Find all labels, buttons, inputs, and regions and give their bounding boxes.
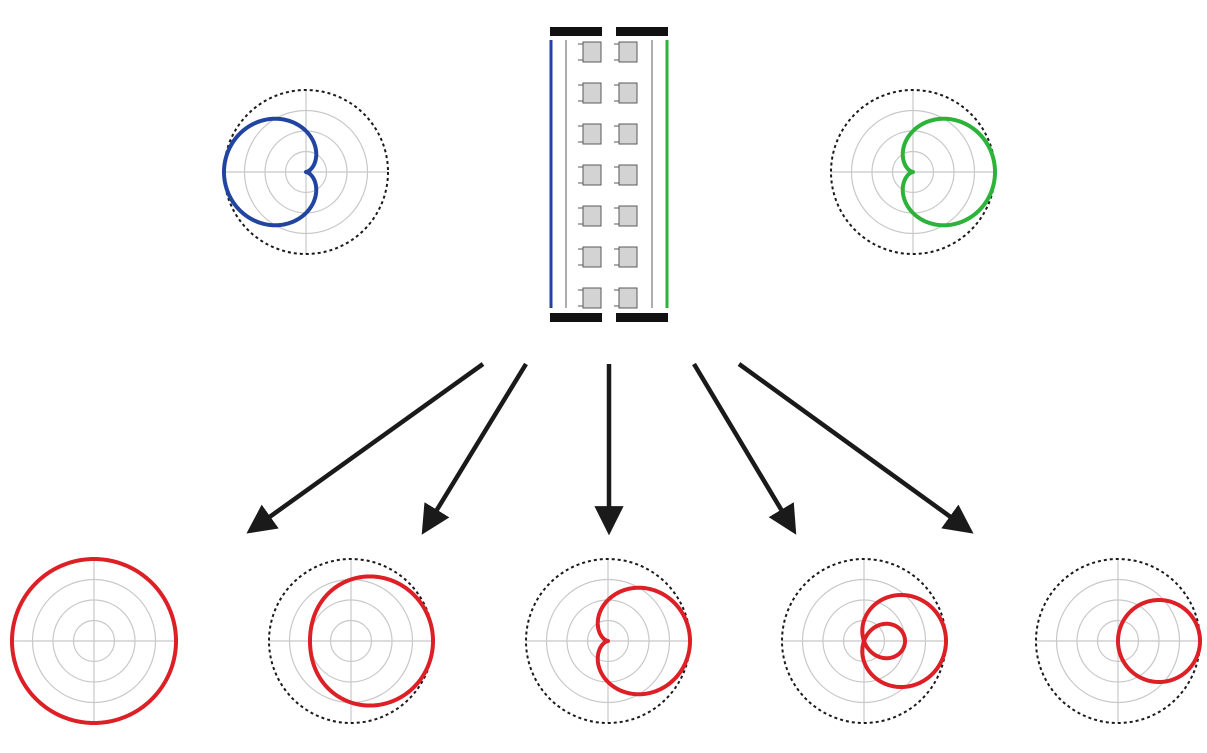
capsule-cell [582,123,602,145]
figure-eight-curve [1116,598,1202,684]
bottom-right-electrode [616,313,668,322]
capsule-cell [618,123,638,145]
capsule-cell [618,82,638,104]
arrow-4 [692,362,797,535]
wide-cardioid-polar-plot [268,558,435,724]
bottom-left-electrode [550,313,602,322]
capsule-cell [618,287,638,309]
capsule-cell [582,205,602,227]
right-cardioid-curve [900,116,997,228]
capsule-cell [618,41,638,63]
reference-circle [223,89,389,255]
omnidirectional-curve [10,557,178,725]
capsule-cell [618,205,638,227]
top-left-electrode [550,27,602,36]
wide-cardioid-curve [308,574,435,708]
capsule-cell [582,246,602,268]
left-cardioid-curve [222,116,319,228]
cardioid-curve [595,585,692,697]
left-cardioid-polar-plot [222,89,389,255]
omnidirectional-polar-plot [10,557,178,725]
capsule-cell [582,41,602,63]
arrow-1 [246,362,485,534]
arrow-group [246,362,974,536]
figure-eight-polar-plot [1035,558,1202,724]
microphone-capsule-illustration [549,27,669,322]
arrow-5 [737,362,974,534]
capsule-cell [618,246,638,268]
right-cardioid-polar-plot [830,89,997,255]
capsule-cell [582,287,602,309]
cardioid-polar-plot [525,558,692,724]
capsule-cell [582,164,602,186]
top-right-electrode [616,27,668,36]
capsule-cell [582,82,602,104]
hypercardioid-curve [860,592,948,690]
hypercardioid-polar-plot [781,558,948,724]
capsule-cell [618,164,638,186]
arrow-2 [421,362,528,535]
